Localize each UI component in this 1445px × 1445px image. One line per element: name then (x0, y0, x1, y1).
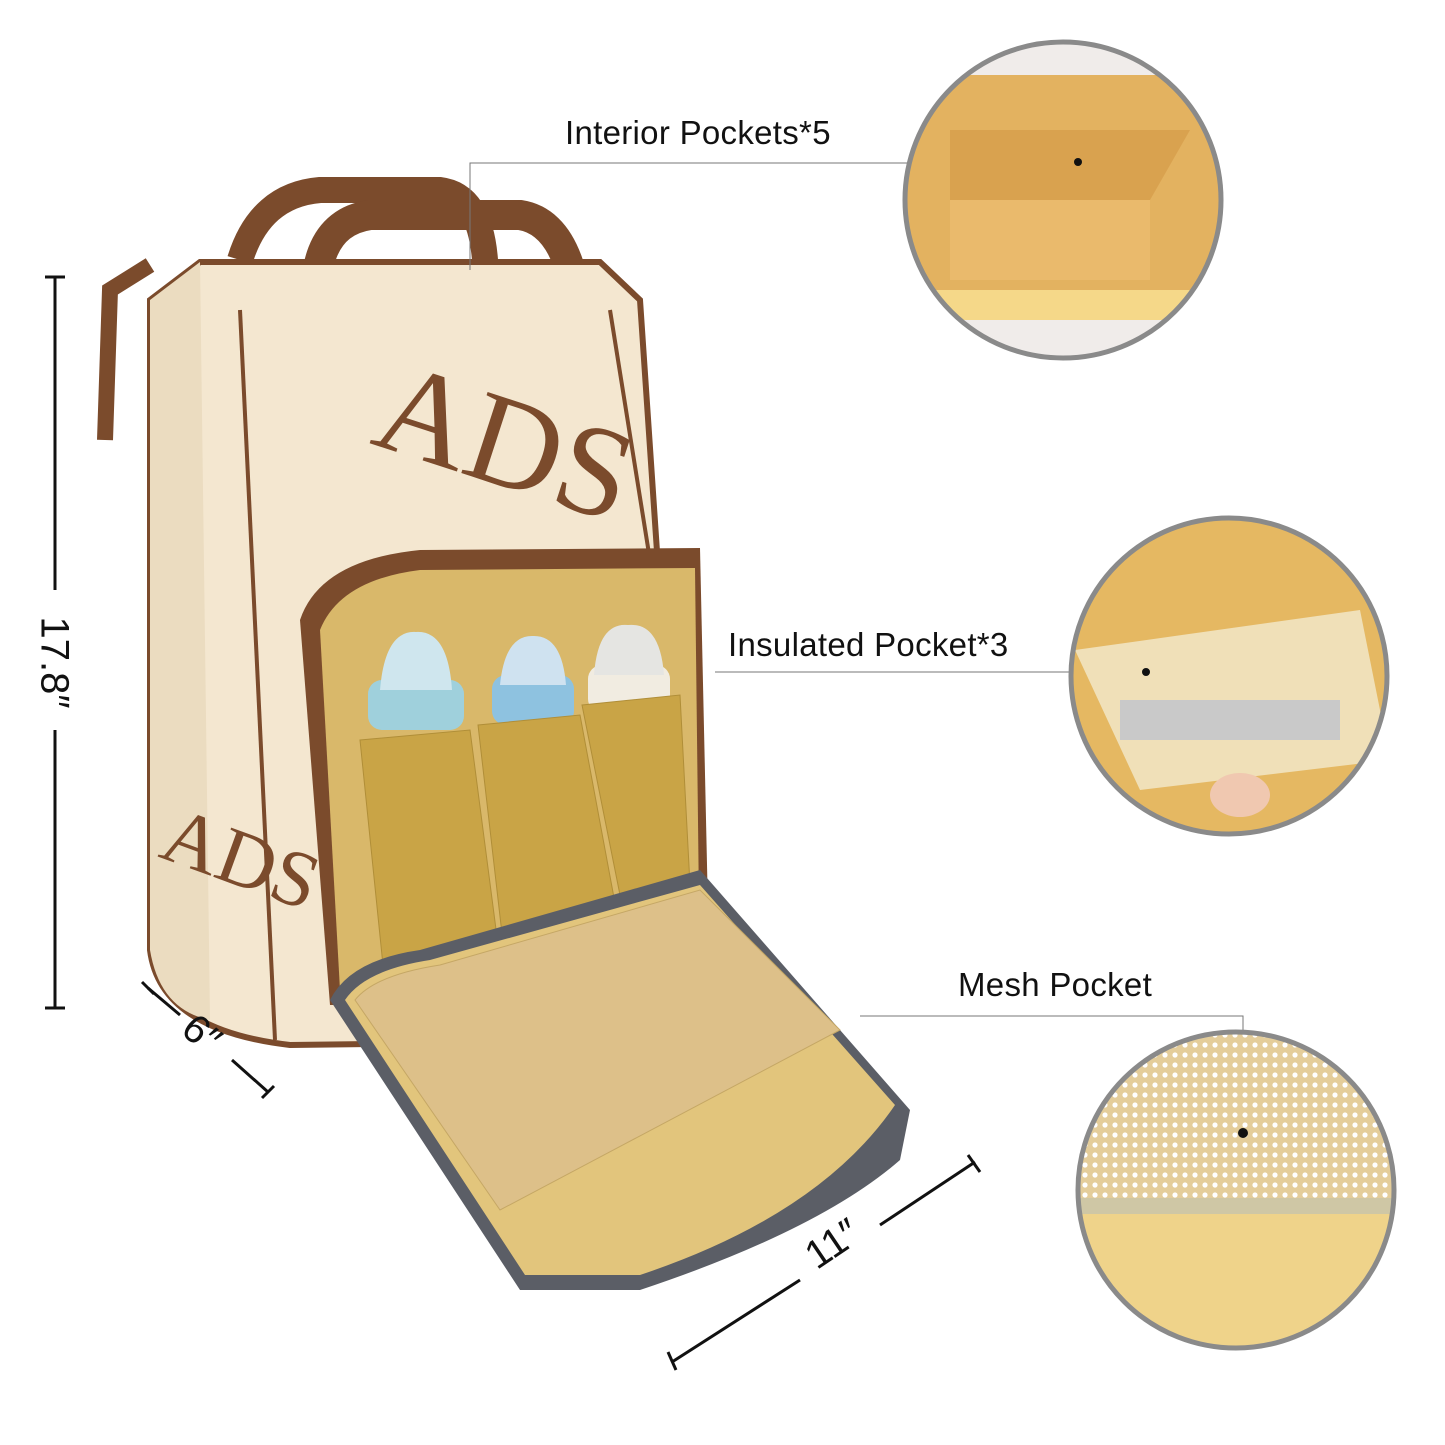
interior-pockets-detail (905, 42, 1221, 358)
insulated-pocket-detail (1071, 518, 1387, 834)
zipper (97, 258, 155, 441)
side-panel (150, 262, 210, 1020)
dimension-lines (45, 275, 982, 1371)
callout-interior-pockets: Interior Pockets*5 (565, 114, 831, 151)
baby-bottles (359, 624, 691, 986)
callout-mesh-pocket: Mesh Pocket (958, 966, 1153, 1003)
mesh-pocket (354, 889, 841, 1211)
height-dimension: 17.8″ (32, 616, 77, 709)
callout-insulated-pocket: Insulated Pocket*3 (728, 626, 1009, 663)
